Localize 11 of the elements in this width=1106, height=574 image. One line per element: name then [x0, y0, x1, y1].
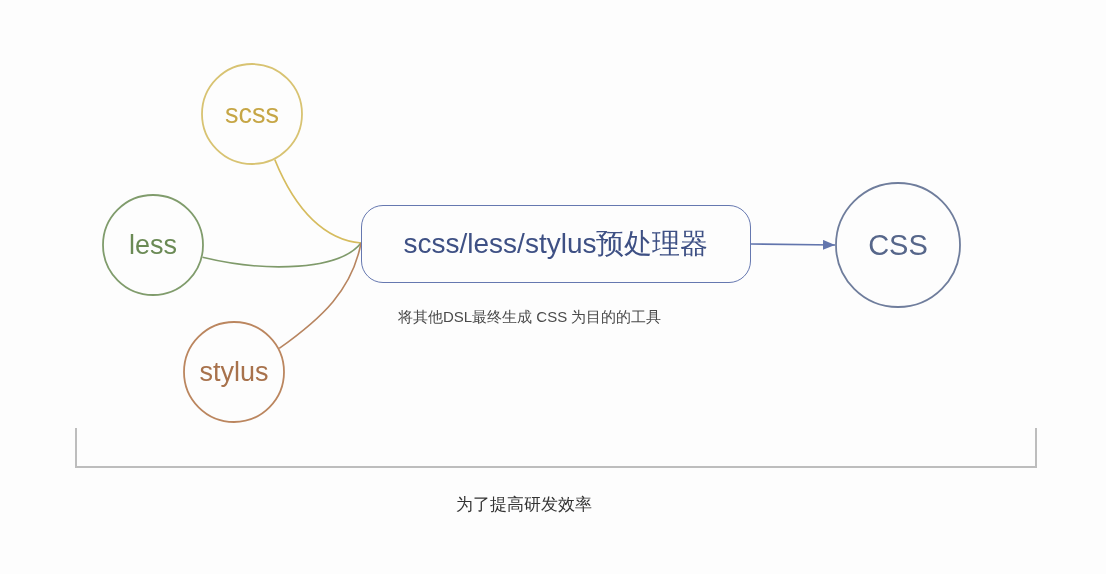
- bracket-label: 为了提高研发效率: [456, 494, 592, 516]
- connector-line: [278, 242, 362, 350]
- process-box: scss/less/stylus预处理器: [361, 205, 751, 283]
- circle-node: less: [102, 194, 204, 296]
- circle-node: scss: [201, 63, 303, 165]
- arrow: [750, 239, 836, 250]
- connector-line: [201, 242, 362, 268]
- caption-text: 将其他DSL最终生成 CSS 为目的的工具: [398, 308, 662, 327]
- connector-line: [274, 158, 362, 244]
- circle-node: CSS: [835, 182, 961, 308]
- circle-node: stylus: [183, 321, 285, 423]
